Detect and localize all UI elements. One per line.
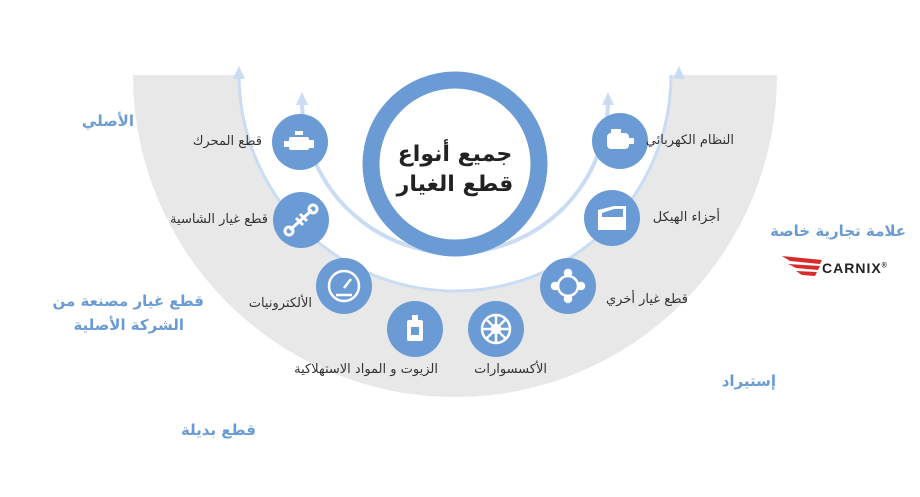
label-import: إستيراد (721, 372, 776, 390)
gauge-icon (327, 269, 361, 303)
item-engine (272, 114, 328, 170)
label-electronics: الألكترونيات (248, 296, 312, 311)
carnix-brand: CARNIX® (822, 260, 888, 276)
item-electrical (592, 113, 648, 169)
center-title-line2: قطع الغيار (396, 172, 514, 197)
label-electrical-system: النظام الكهربائي (645, 133, 734, 148)
carnix-brand-name: CARNIX (822, 260, 882, 276)
label-original: الأصلي (81, 112, 134, 130)
label-oem-line1: قطع غيار مصنعة من (52, 292, 204, 310)
inner-arc-right-arrow (602, 92, 614, 105)
item-accessories (468, 301, 524, 357)
alternator-icon (607, 129, 634, 149)
car-door-icon (598, 206, 626, 230)
label-other-parts: قطع غيار أخري (605, 292, 688, 307)
outer-arc-left-arrow (233, 66, 245, 79)
item-oils (387, 301, 443, 357)
oil-bottle-icon (407, 315, 423, 341)
center-title: جميع أنواع قطع الغيار (370, 140, 540, 200)
chassis-icon (283, 203, 319, 237)
item-body (584, 190, 640, 246)
item-chassis (273, 192, 329, 248)
wheel-icon (480, 313, 512, 345)
carnix-wing-logo (782, 256, 822, 276)
center-ring (362, 71, 548, 257)
center-title-line1: جميع أنواع (397, 142, 513, 167)
carnix-registered-mark: ® (881, 262, 888, 270)
item-electronics (316, 258, 372, 314)
label-oem-line2: الشركة الأصلية (73, 316, 184, 334)
label-oils-consumables: الزيوت و المواد الاستهلاكية (294, 362, 438, 377)
item-other (540, 258, 596, 314)
label-chassis-parts: قطع غيار الشاسية (170, 212, 268, 227)
label-body-parts: أجزاء الهيكل (652, 210, 720, 225)
label-accessories: الأكسسوارات (474, 362, 547, 377)
chain-icon (550, 268, 586, 304)
engine-icon (284, 131, 314, 150)
outer-grey-ring (133, 75, 777, 397)
label-aftermarket: قطع بديلة (180, 421, 256, 439)
inner-arc-left-arrow (296, 92, 308, 105)
outer-arc-right-arrow (673, 66, 685, 79)
label-private-label: علامة تجارية خاصة (770, 222, 906, 240)
label-engine-parts: قطع المحرك (192, 134, 262, 149)
